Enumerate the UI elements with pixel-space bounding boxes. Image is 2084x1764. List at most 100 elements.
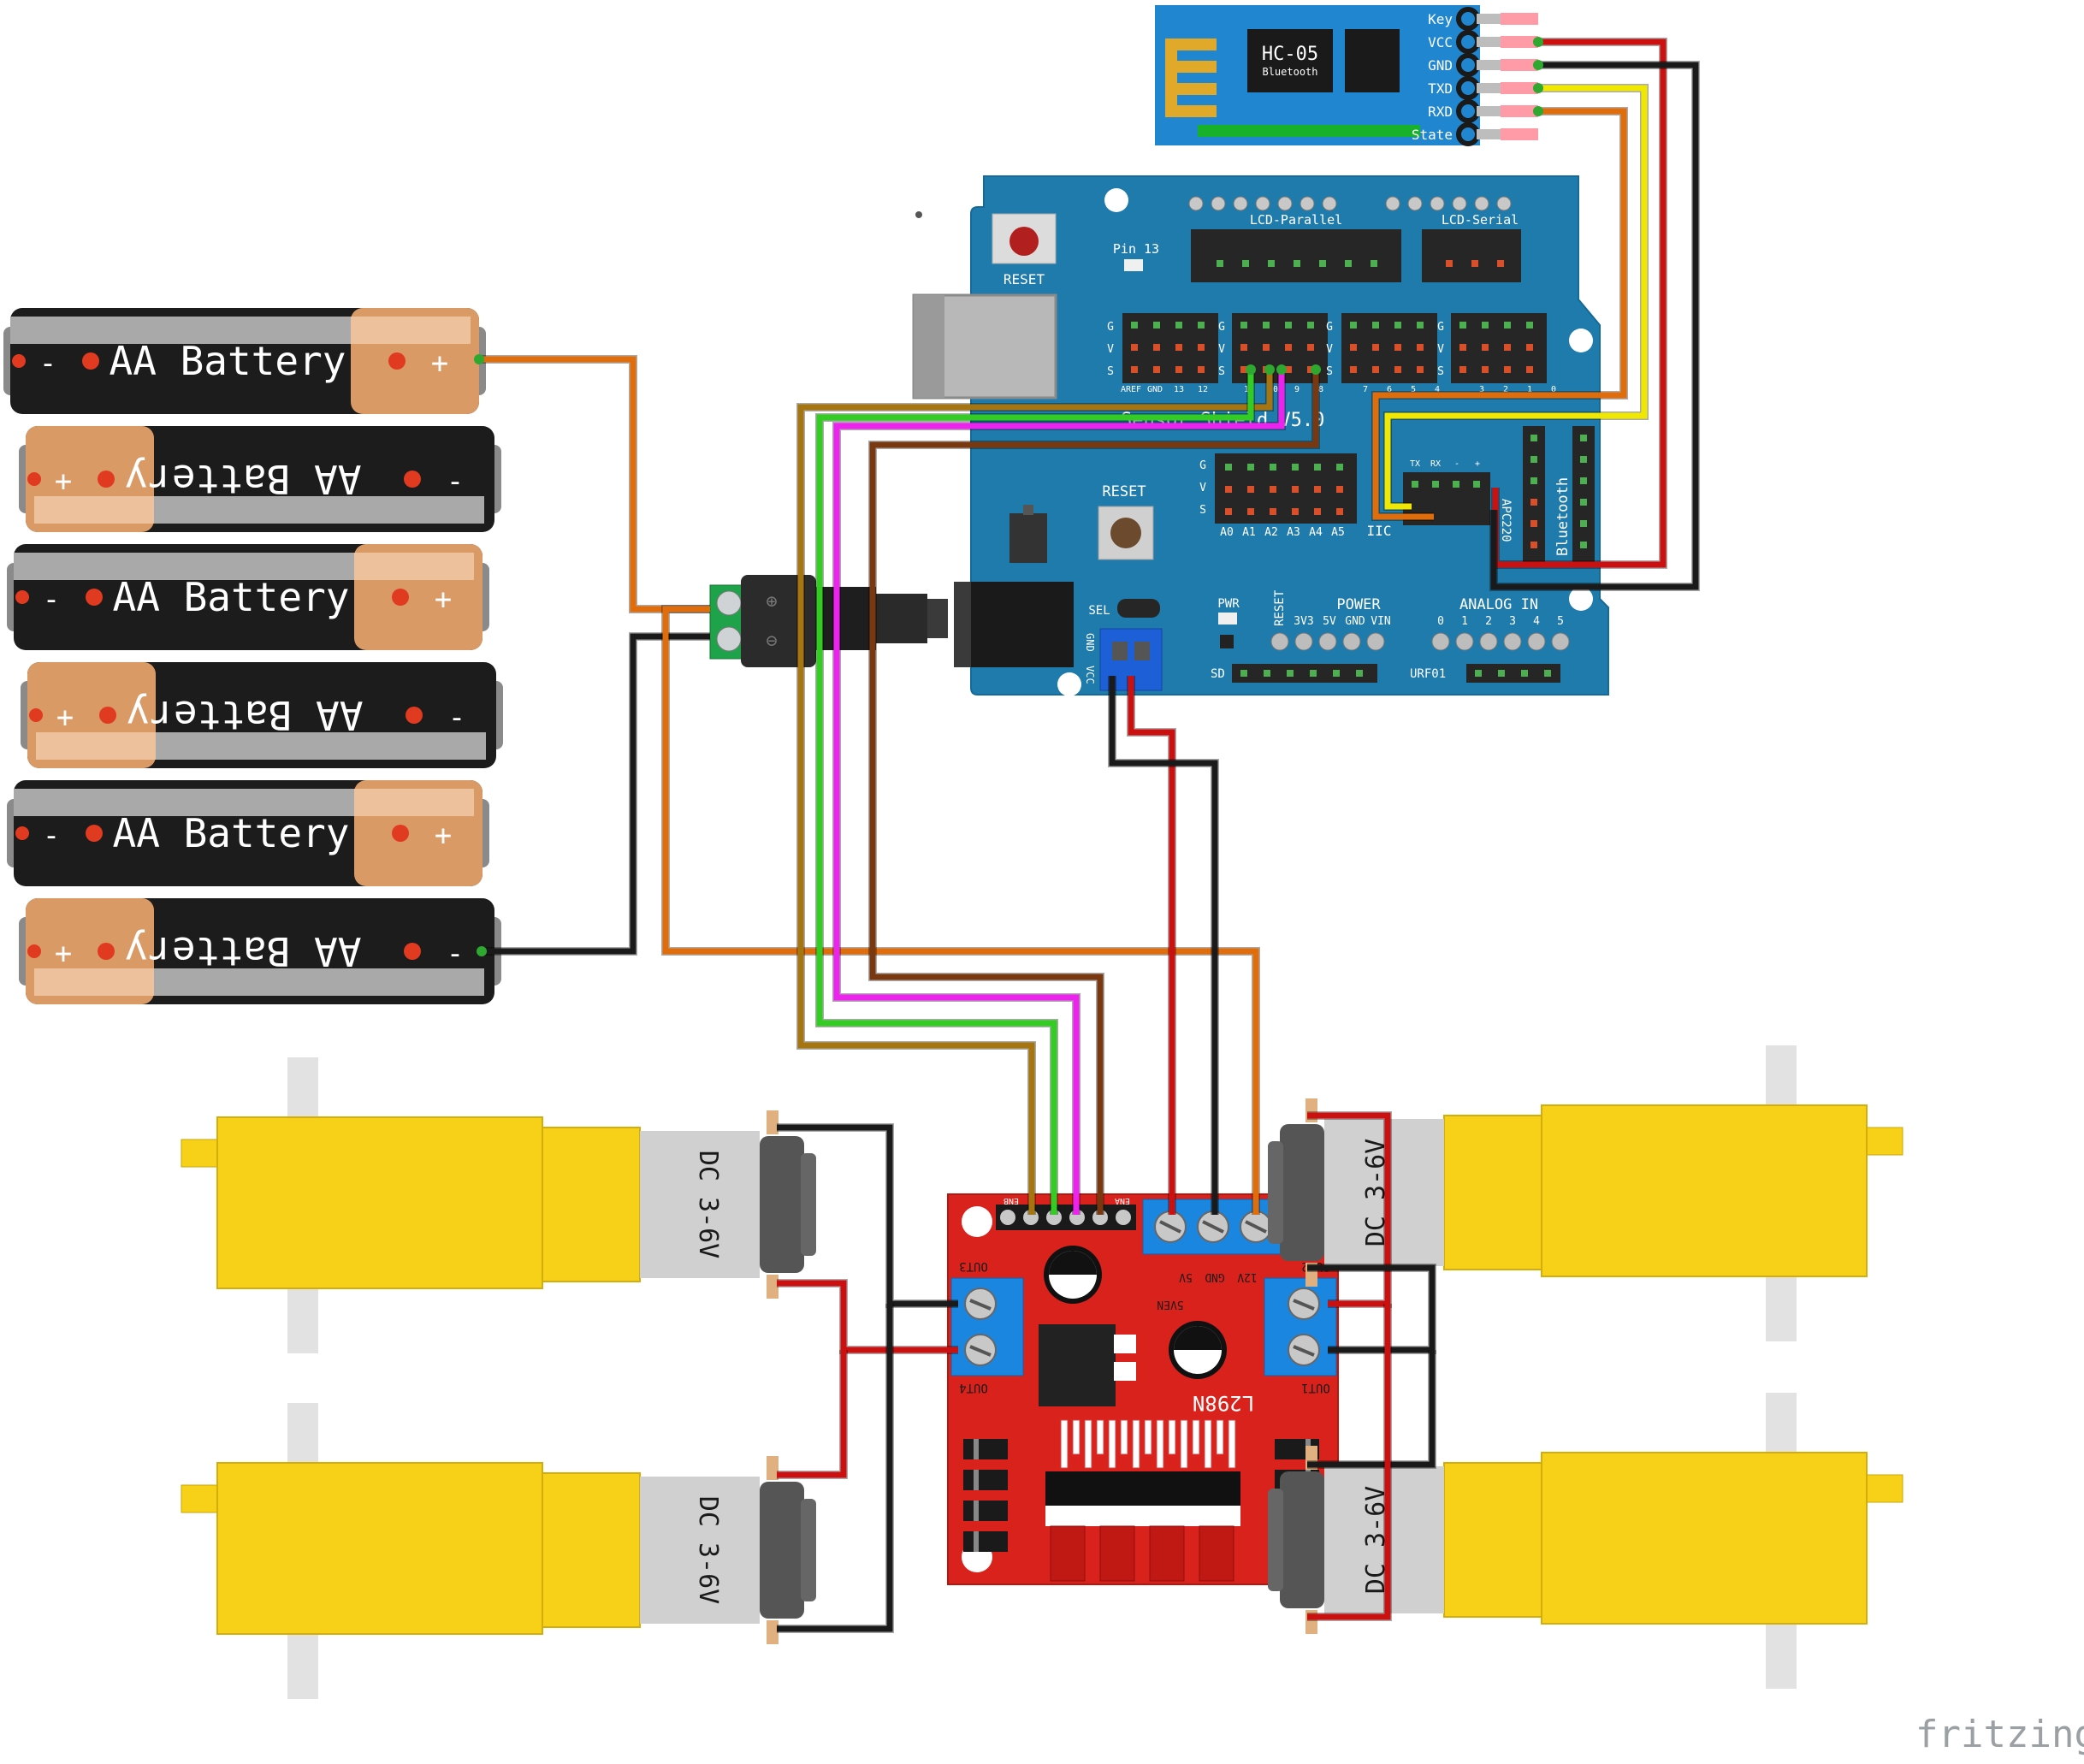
motor-can: [1324, 1119, 1444, 1266]
out1-label: OUT1: [1301, 1381, 1330, 1394]
sensor-shield: RESET Pin 13 LCD-Parallel LCD-Serial GVS…: [912, 175, 1609, 696]
lcd-pin: [1217, 260, 1223, 267]
header-pin: [1225, 508, 1232, 515]
battery-cap-highlight: [34, 496, 163, 524]
wire-endpoint: [1533, 60, 1543, 70]
row-label: V: [1437, 343, 1444, 356]
battery-highlight: [156, 732, 486, 760]
battery-label: AA Battery: [125, 456, 362, 502]
motor-gear-housing: [542, 1127, 641, 1282]
header-pin: [1153, 344, 1160, 351]
row-label: S: [1107, 365, 1114, 378]
digital-pin-label: 6: [1387, 385, 1392, 394]
header-pin: [1482, 366, 1489, 373]
analog-pin-label: A2: [1264, 526, 1278, 539]
lcd-pin: [1497, 260, 1504, 267]
motor-endcap-rim: [801, 1499, 816, 1601]
battery-left-sign: +: [55, 937, 72, 971]
diode-band: [974, 1439, 979, 1459]
header-pin: [1333, 670, 1340, 677]
wire-endpoint: [474, 354, 484, 364]
bt-minus-label: -: [1454, 459, 1459, 469]
wire-endpoint: [1246, 364, 1256, 375]
battery-4: +-AA Battery: [21, 662, 503, 768]
digital-pin-label: 4: [1435, 385, 1440, 394]
header-pin: [1131, 322, 1138, 329]
header-pin: [1247, 508, 1254, 515]
motor-label: DC 3-6V: [693, 1496, 723, 1604]
motor-can: [1324, 1466, 1444, 1613]
battery-2: +-AA Battery: [19, 426, 501, 532]
header-pin: [1153, 366, 1160, 373]
wire-motor1-b-outline: [777, 1279, 958, 1354]
header-pin: [1198, 366, 1205, 373]
battery-right-sign: -: [447, 937, 464, 971]
pin13-label: Pin 13: [1113, 241, 1159, 257]
hc05-pin-leg: [1477, 129, 1501, 139]
header-pin: [1453, 481, 1459, 488]
digital-pin-label: 5: [1411, 385, 1416, 394]
lcd-pin: [1471, 260, 1478, 267]
analog-pin-label: A0: [1220, 526, 1234, 539]
header-pin: [1314, 464, 1321, 471]
wire-hc05-txd: [1384, 85, 1648, 510]
power-hole: [1318, 632, 1337, 651]
dc-jack-adapter: ⊕ ⊖: [709, 575, 948, 667]
battery-terminal-dot: [15, 826, 29, 840]
motor-label: DC 3-6V: [693, 1151, 723, 1258]
header-pin: [1247, 464, 1254, 471]
control-pin: [1000, 1210, 1015, 1225]
antenna-trace: [1165, 38, 1217, 117]
row-label: S: [1218, 365, 1225, 378]
en-label: 5VEN: [1157, 1298, 1183, 1311]
screw-slot: [969, 1299, 992, 1311]
sel-label: SEL: [1088, 604, 1110, 618]
header-pin: [1263, 344, 1270, 351]
l298n-chip-label: L298N: [1193, 1391, 1254, 1415]
motor-endcap: [760, 1136, 804, 1273]
header-pin: [1310, 670, 1317, 677]
row-label: G: [1437, 321, 1444, 334]
motor-gearbox: [1541, 1452, 1868, 1625]
digital-pin-label: 8: [1318, 385, 1323, 394]
header-hole: [1233, 196, 1248, 211]
wire-shield-gnd: [1109, 676, 1218, 1215]
analog-in-number: 0: [1437, 615, 1444, 628]
rx-label: RX: [1430, 459, 1441, 469]
wire-12v: [662, 606, 1259, 1215]
row-label: S: [1199, 504, 1206, 517]
diode: [963, 1531, 1008, 1552]
battery-pack: -+AA Battery+-AA Battery-+AA Battery+-AA…: [3, 308, 503, 1004]
battery-highlight: [14, 553, 390, 580]
battery-terminal-dot: [27, 472, 41, 486]
hc05-pin-tip: [1501, 13, 1538, 25]
hc05-pin-label: VCC: [1428, 34, 1453, 50]
chip-pin: [1168, 1419, 1176, 1455]
header-hole: [1430, 196, 1445, 211]
wire-in1: [869, 370, 1319, 1215]
screw-slot: [1245, 1220, 1267, 1234]
header-hole: [1474, 196, 1489, 211]
battery-terminal-dot: [27, 944, 41, 958]
power-header-label: POWER: [1336, 596, 1381, 613]
lcd-pin: [1294, 260, 1300, 267]
header-pin: [1264, 670, 1270, 677]
header-pin: [1292, 464, 1299, 471]
analog-in-number: 2: [1485, 615, 1492, 628]
header-pin: [1153, 322, 1160, 329]
screw-slot: [969, 1345, 992, 1357]
motor-gearbox: [216, 1462, 543, 1635]
header-pin: [1482, 322, 1489, 329]
header-pin: [1526, 322, 1533, 329]
motor-shape: [1268, 1045, 1903, 1341]
motor-shape: [1268, 1393, 1903, 1689]
header-pin: [1504, 366, 1511, 373]
sel-jumper[interactable]: [1117, 599, 1160, 618]
power-hole: [1342, 632, 1361, 651]
header-hole: [1496, 196, 1512, 211]
chip-pin: [1216, 1419, 1224, 1455]
power-pin-label: GND: [1345, 615, 1365, 628]
analog-pin-label: A5: [1331, 526, 1345, 539]
